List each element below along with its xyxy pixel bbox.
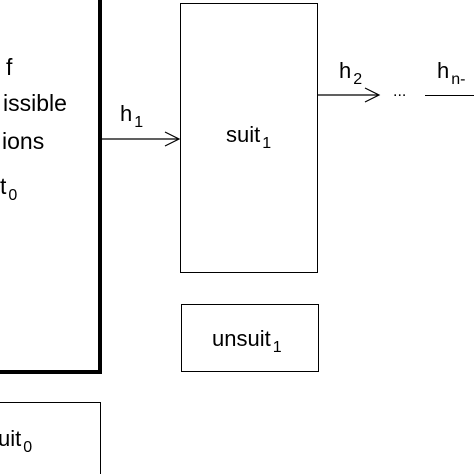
left-box-line-2: issible — [3, 90, 67, 116]
edge-label-hn-sub: n- — [451, 71, 466, 88]
unsuit0-label-text: uit — [0, 426, 22, 451]
left-box-line-3: ions — [2, 128, 45, 154]
edge-label-hn-text: h — [437, 58, 450, 83]
admissible-solutions-box — [0, 0, 102, 374]
unsuit0-box — [0, 402, 101, 474]
left-box-line-1: f — [6, 54, 13, 80]
edge-label-h1-sub: 1 — [134, 114, 144, 131]
unsuit0-label-sub: 0 — [23, 439, 33, 456]
edge-label-h2-text: h — [339, 58, 352, 83]
unsuit1-label-text: unsuit — [212, 326, 271, 351]
edge-label-h1-text: h — [120, 101, 133, 126]
left-box-label-sub: 0 — [8, 187, 18, 204]
arrow-hn-line — [425, 95, 474, 96]
suit1-label-text: suit — [226, 122, 261, 147]
suit1-box — [180, 3, 318, 273]
arrow-h1-head — [164, 131, 181, 147]
unsuit1-box — [181, 304, 319, 372]
edge-label-h2-sub: 2 — [353, 71, 363, 88]
unsuit1-label-sub: 1 — [272, 339, 282, 356]
suit1-label-sub: 1 — [262, 135, 272, 152]
left-box-label-text: t — [0, 173, 7, 199]
edge-ellipsis: ... — [393, 83, 407, 100]
arrow-h2-head — [364, 87, 381, 103]
